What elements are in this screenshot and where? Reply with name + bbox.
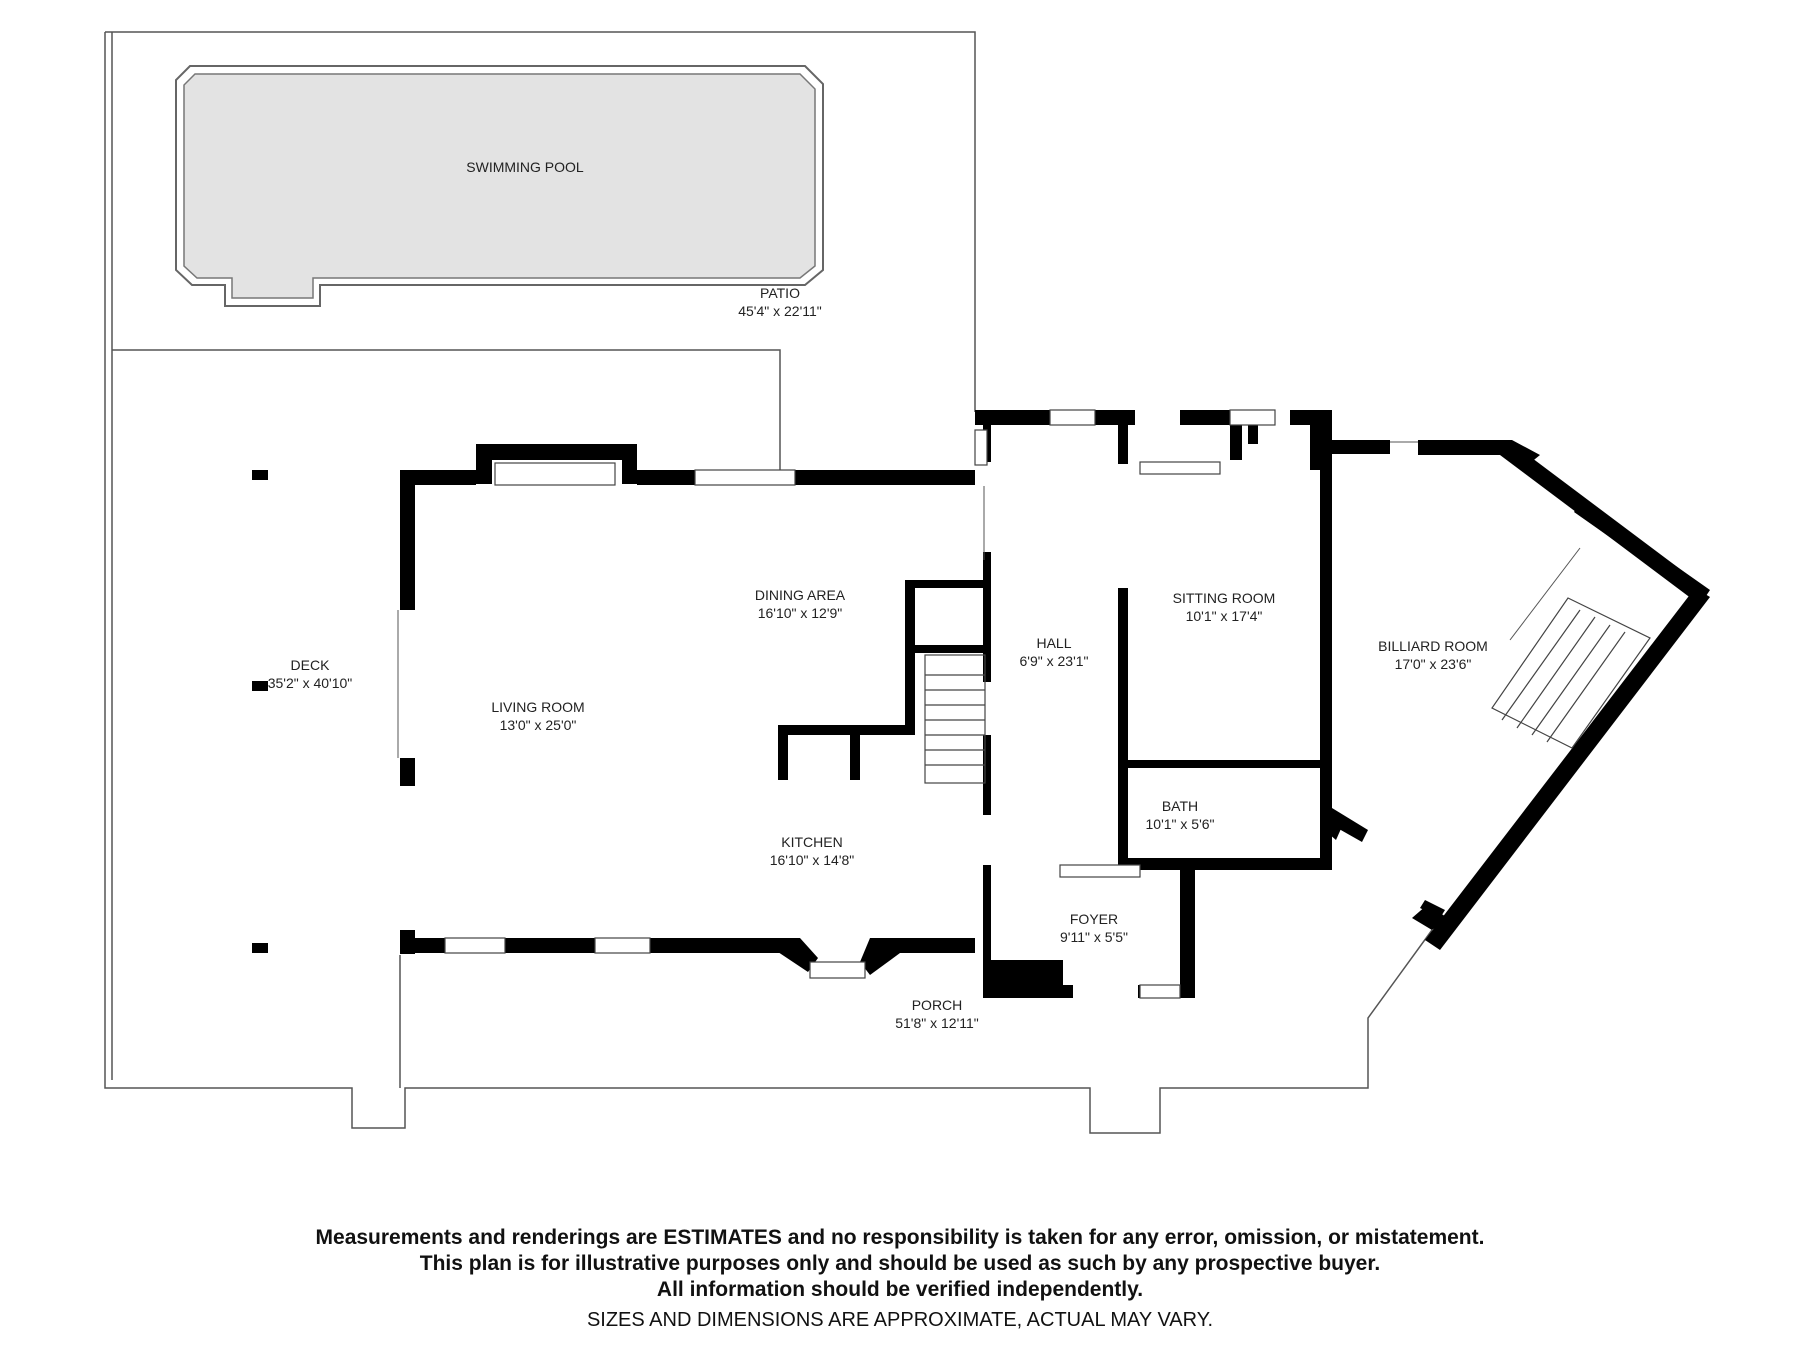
swimming-pool [175,65,824,307]
dining-area-name: DINING AREA [755,587,846,603]
room-labels: SWIMMING POOL PATIO 45'4" x 22'11" DECK … [268,159,1488,1031]
living-room-name: LIVING ROOM [491,699,584,715]
foyer-size: 9'11" x 5'5" [1060,929,1128,945]
bath-name: BATH [1162,798,1198,814]
hall-name: HALL [1036,635,1071,651]
bath-size: 10'1" x 5'6" [1146,816,1215,832]
billiard-room-name: BILLIARD ROOM [1378,638,1488,654]
hall-size: 6'9" x 23'1" [1020,653,1089,669]
outdoor-outline [104,31,1433,1134]
disclaimer-line-1: Measurements and renderings are ESTIMATE… [315,1226,1485,1249]
living-room-size: 13'0" x 25'0" [500,717,577,733]
kitchen-size: 16'10" x 14'8" [770,852,855,868]
patio-name: PATIO [760,285,800,301]
foyer-name: FOYER [1070,911,1118,927]
disclaimer-line-3: All information should be verified indep… [656,1278,1144,1301]
stairs [924,597,1651,784]
kitchen-name: KITCHEN [781,834,842,850]
patio-size: 45'4" x 22'11" [738,303,822,319]
door-openings [397,441,1581,758]
deck-posts [252,470,268,953]
swimming-pool-name: SWIMMING POOL [466,159,584,175]
sitting-room-name: SITTING ROOM [1173,590,1276,606]
billiard-room-size: 17'0" x 23'6" [1395,656,1472,672]
sitting-room-size: 10'1" x 17'4" [1186,608,1263,624]
walls [400,410,1710,998]
deck-size: 35'2" x 40'10" [268,675,353,691]
porch-name: PORCH [912,997,963,1013]
disclaimer-line-2: This plan is for illustrative purposes o… [419,1252,1381,1275]
disclaimer-line-4: SIZES AND DIMENSIONS ARE APPROXIMATE, AC… [586,1309,1214,1331]
dining-area-size: 16'10" x 12'9" [758,605,843,621]
porch-size: 51'8" x 12'11" [895,1015,979,1031]
windows [444,409,1276,999]
kitchen-fixtures [778,580,985,780]
deck-name: DECK [291,657,331,673]
